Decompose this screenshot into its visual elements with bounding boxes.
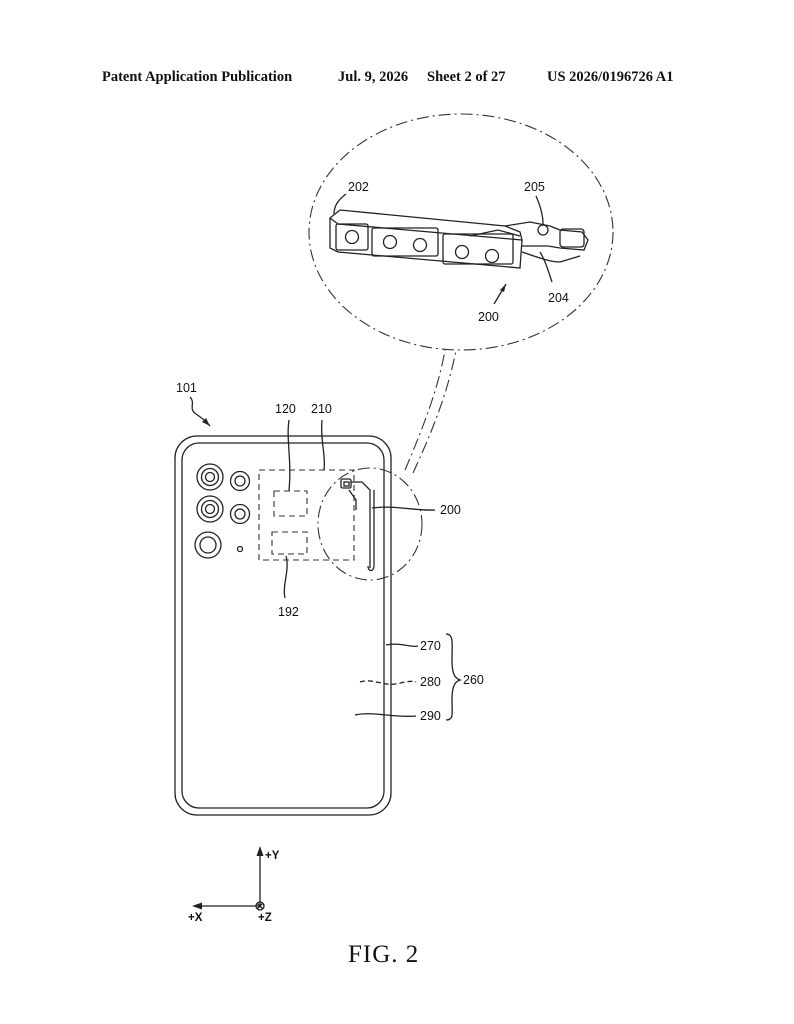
ref-205: 205 <box>524 180 545 194</box>
ref-260: 260 <box>463 673 484 687</box>
leader-290 <box>355 714 416 717</box>
axis-label-z: +Z <box>258 912 272 924</box>
leader-204 <box>540 252 552 282</box>
ref-200: 200 <box>440 503 461 517</box>
leader-120 <box>288 420 290 491</box>
detail-leader-line-right <box>413 350 456 473</box>
coordinate-axes <box>192 846 264 910</box>
ref-210: 210 <box>311 402 332 416</box>
button-bracket-illustration <box>330 210 588 268</box>
region-210 <box>259 470 354 560</box>
device-outer-outline <box>175 436 391 815</box>
side-key-component <box>341 479 374 571</box>
leader-200 <box>372 507 435 510</box>
box-192 <box>272 532 307 554</box>
box-120 <box>274 491 307 516</box>
axis-label-x: +X <box>188 912 203 924</box>
brace-260 <box>446 634 460 720</box>
camera-module <box>195 464 250 558</box>
ref-192: 192 <box>278 605 299 619</box>
leader-205 <box>536 196 543 224</box>
arrowhead-200-detail <box>500 284 506 292</box>
ref-280: 280 <box>420 675 441 689</box>
leader-280 <box>360 681 416 684</box>
figure-caption: FIG. 2 <box>348 941 419 968</box>
ref-120: 120 <box>275 402 296 416</box>
ref-200-detail: 200 <box>478 310 499 324</box>
detail-view-ellipse <box>309 114 613 350</box>
leader-192 <box>284 556 287 598</box>
axis-label-y: +Y <box>265 850 280 862</box>
ref-290: 290 <box>420 709 441 723</box>
ref-101: 101 <box>176 381 197 395</box>
ref-270: 270 <box>420 639 441 653</box>
leader-210 <box>322 420 325 470</box>
ref-204: 204 <box>548 291 569 305</box>
ref-202: 202 <box>348 180 369 194</box>
